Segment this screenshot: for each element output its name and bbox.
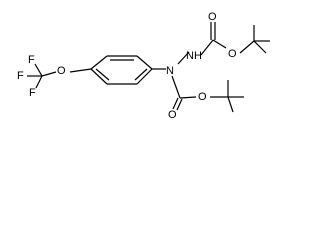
atom-f-left: F — [17, 70, 24, 82]
bond-n-nh — [177, 51, 190, 65]
bond-c-o-double-bottom-b — [176, 98, 183, 111]
ring-bond-1 — [90, 55, 108, 70]
atom-f-bottom: F — [29, 87, 36, 99]
chemical-structure: F F F O N NH O O O O — [17, 11, 270, 121]
ring-double-c — [95, 68, 110, 81]
atom-o-ester-bottom: O — [198, 91, 207, 103]
atom-o-ester-top: O — [228, 48, 237, 60]
bond-o-c-tert-top — [239, 40, 255, 54]
ring-bond-4 — [136, 68, 153, 85]
ring-bond-3 — [136, 55, 153, 70]
bond-c-o-double-bottom-a — [172, 97, 179, 110]
bond-o-ring — [69, 68, 92, 73]
bond-nh-c — [200, 39, 214, 56]
atom-n-aryl: N — [166, 65, 174, 77]
atom-labels: F F F O N NH O O O O — [17, 11, 237, 121]
ring-bond-6 — [90, 68, 108, 85]
bond-c-o-ester-bottom — [179, 96, 197, 99]
atom-o-carbonyl-bottom: O — [168, 109, 177, 121]
ring-double-b — [134, 68, 148, 81]
bond-cf3-o — [41, 71, 57, 77]
bond-tbu-bottom-down — [227, 96, 234, 113]
bond-c-f-bottom — [35, 75, 43, 89]
atom-o-carbonyl-top: O — [208, 11, 217, 23]
bonds — [27, 22, 270, 113]
atom-o-ether: O — [57, 65, 66, 77]
bond-tbu-top-down — [253, 40, 267, 54]
bond-n-c — [171, 75, 181, 99]
bond-c-f-top — [34, 63, 43, 77]
atom-f-top: F — [28, 54, 35, 66]
atom-nh: NH — [186, 50, 202, 62]
bond-c-o-ester-top — [212, 39, 227, 49]
